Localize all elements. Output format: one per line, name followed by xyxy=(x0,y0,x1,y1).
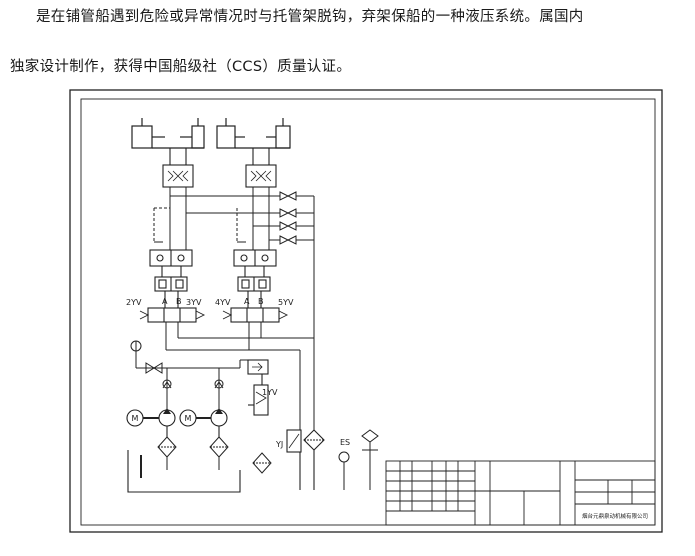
breather-filter xyxy=(361,429,379,490)
throttle-right xyxy=(237,266,271,292)
check-valve-stack xyxy=(279,191,297,245)
ball-valve xyxy=(145,362,163,374)
motor-label-left: M xyxy=(132,414,139,423)
es-gauge xyxy=(338,451,350,490)
label-5yv: 5YV xyxy=(278,298,294,307)
pipe-network-lower xyxy=(135,322,314,430)
cylinder-group-left xyxy=(131,118,205,149)
cylinder-group-right xyxy=(216,118,291,149)
label-b-left: B xyxy=(176,297,182,306)
return-filter-block xyxy=(286,429,325,490)
pressure-gauge-left xyxy=(130,340,142,352)
hydraulic-lock-right xyxy=(245,148,277,188)
throttle-left xyxy=(154,266,188,292)
pilot-check-right xyxy=(233,249,277,267)
hydraulic-schematic-drawing: 2YV A B 3YV 4YV A B 5YV 1YV YJ ES xyxy=(69,89,663,533)
drawing-outer-frame xyxy=(69,89,663,533)
label-b-right: B xyxy=(258,297,264,306)
title-block xyxy=(385,460,656,526)
suction-filters xyxy=(157,436,272,474)
pump-check-valves xyxy=(162,379,224,389)
label-yj: YJ xyxy=(275,440,283,449)
label-a-left: A xyxy=(162,297,168,306)
title-block-company: 烟台元鼎泉动机械有限公司 xyxy=(582,512,648,520)
label-3yv: 3YV xyxy=(186,298,202,307)
oil-tank xyxy=(127,450,241,493)
pipe-network-upper xyxy=(153,187,315,430)
label-1yv: 1YV xyxy=(262,388,278,397)
motor-pump-right xyxy=(179,408,228,437)
paragraph-line-1: 是在铺管船遇到危险或异常情况时与托管架脱钩，弃架保船的一种液压系统。属国内 xyxy=(36,9,584,25)
pilot-check-left xyxy=(149,249,193,267)
relief-valve-block xyxy=(247,359,269,416)
motor-pump-left xyxy=(126,408,176,437)
label-2yv: 2YV xyxy=(126,298,142,307)
motor-label-right: M xyxy=(185,414,192,423)
label-es: ES xyxy=(340,438,350,447)
directional-valve-left xyxy=(139,291,206,323)
drawing-inner-frame xyxy=(80,98,656,526)
directional-valve-right xyxy=(222,291,289,323)
label-a-right: A xyxy=(244,297,250,306)
label-4yv: 4YV xyxy=(215,298,231,307)
paragraph-line-2: 独家设计制作，获得中国船级社（CCS）质量认证。 xyxy=(10,59,352,75)
hydraulic-lock-left xyxy=(162,148,194,188)
